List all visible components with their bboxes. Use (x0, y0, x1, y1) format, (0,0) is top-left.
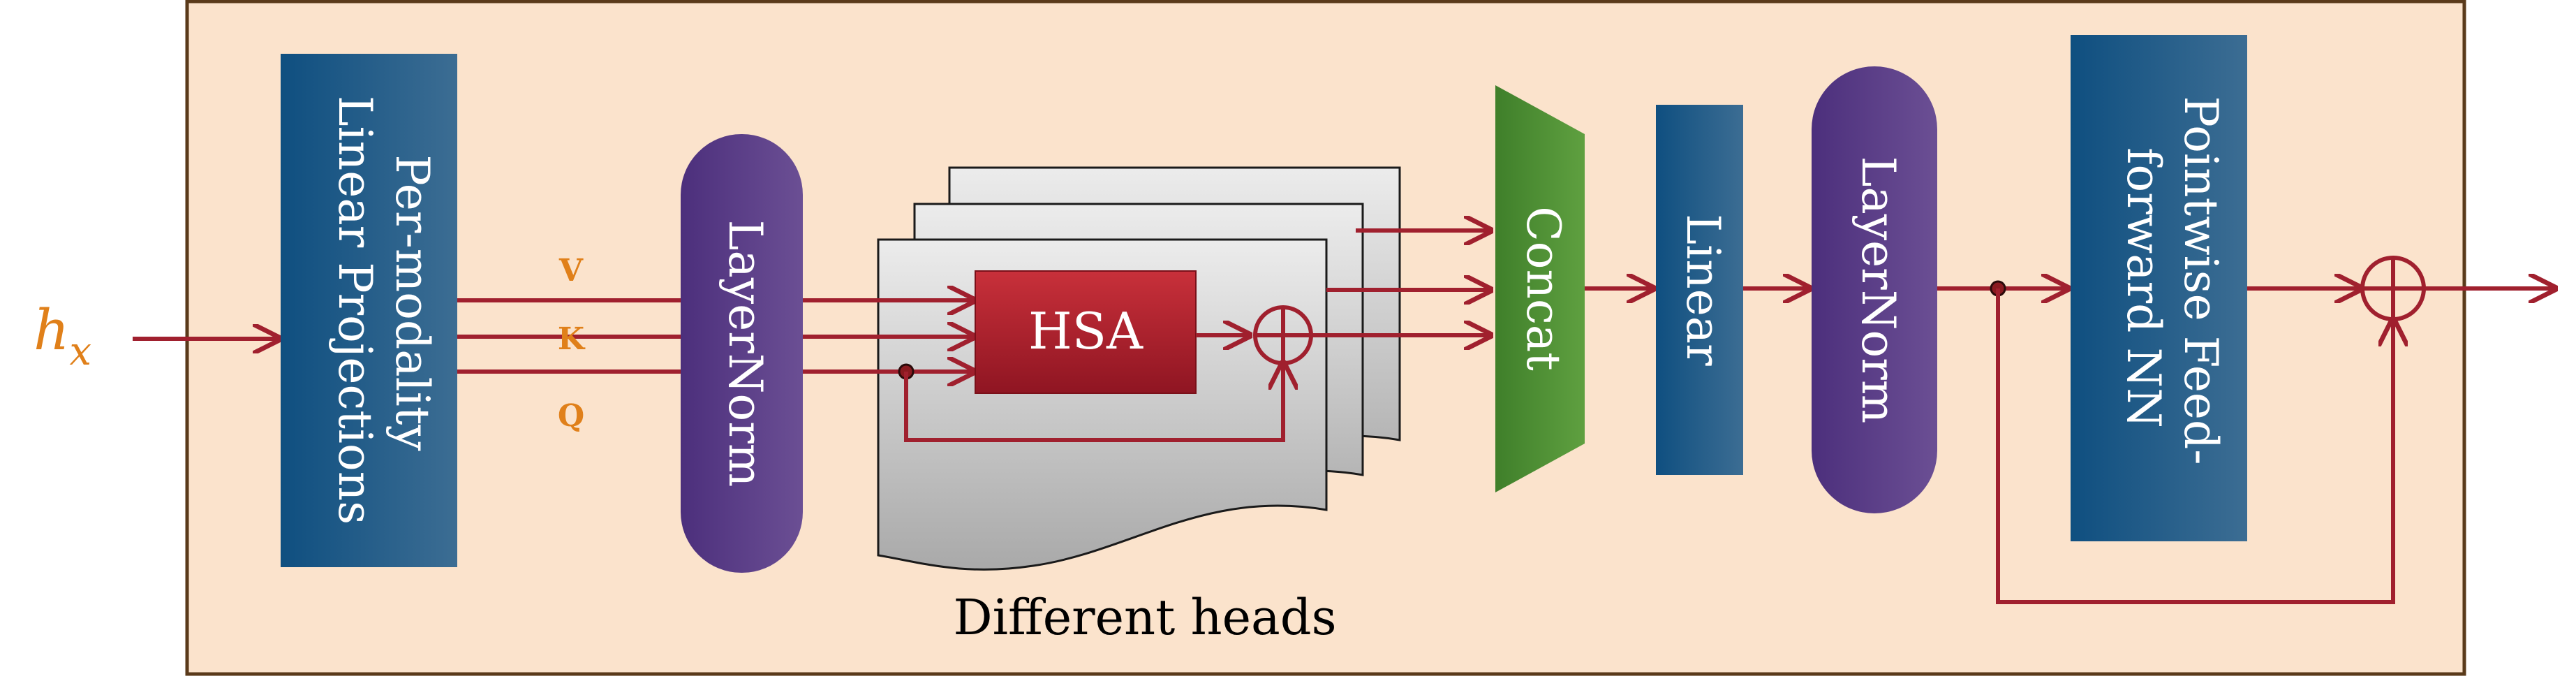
head-sum-node (1253, 305, 1313, 365)
head-residual-path (904, 363, 1283, 442)
concat-label: Concat (1516, 206, 1570, 371)
v-label: V (558, 253, 584, 288)
heads-caption: Different heads (954, 589, 1337, 646)
q-label: Q (558, 398, 584, 434)
input-label: hx (34, 298, 91, 374)
output-sum-node (2360, 256, 2426, 321)
linear-label: Linear (1676, 214, 1730, 366)
hsa-block: HSA (975, 270, 1197, 394)
concat-block: Concat (1495, 85, 1585, 492)
layernorm-2-block: LayerNorm (1812, 66, 1937, 513)
ffn-block: Pointwise Feed- forward NN (2071, 35, 2247, 541)
layernorm-1-label: LayerNorm (718, 220, 772, 488)
hsa-label: HSA (1028, 302, 1143, 360)
layernorm-1-block: LayerNorm (681, 134, 803, 573)
k-label: K (558, 321, 586, 357)
ffn-label: Pointwise Feed- forward NN (2117, 96, 2228, 480)
layernorm-2-label: LayerNorm (1851, 156, 1905, 424)
projection-block: Per-modality Linear Projections (281, 54, 457, 567)
linear-block: Linear (1656, 105, 1743, 475)
projection-label: Per-modality Linear Projections (328, 96, 439, 525)
outer-residual-path (1996, 288, 2393, 604)
